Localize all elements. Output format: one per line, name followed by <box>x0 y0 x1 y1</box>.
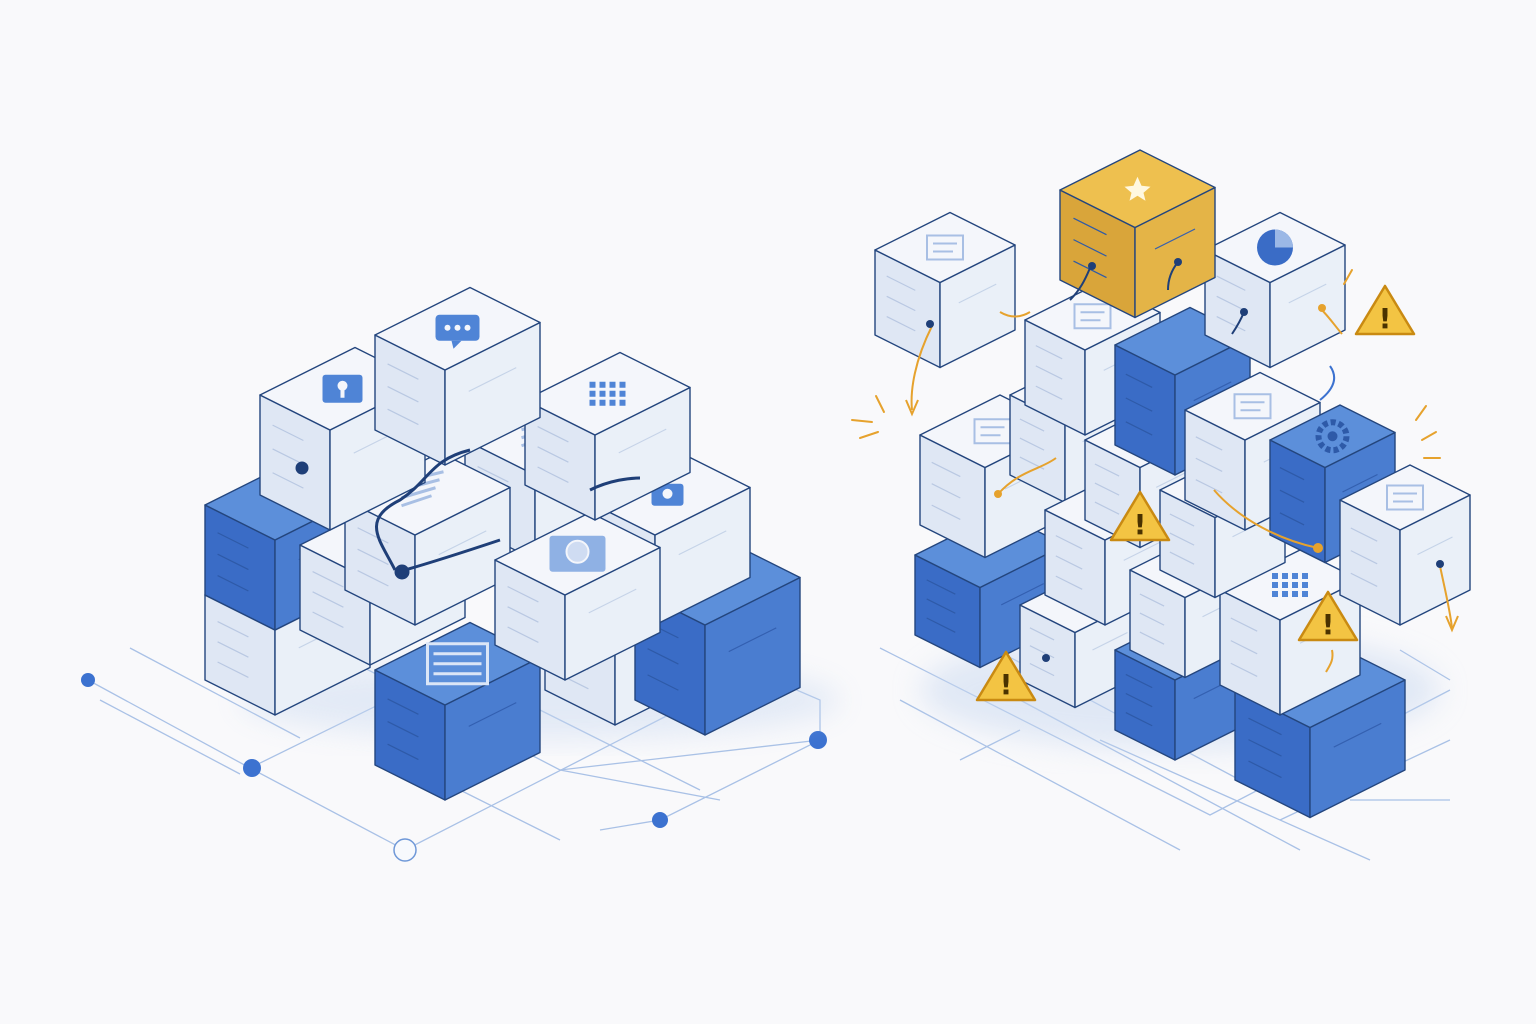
broken-connector <box>1213 489 1319 549</box>
warning-icon: ! <box>1354 284 1416 336</box>
warning-glyph: ! <box>1379 302 1392 335</box>
module-box <box>1204 211 1346 369</box>
warning-glyph: ! <box>1322 608 1335 641</box>
tangled-cluster-panel: !!!! <box>851 149 1471 861</box>
connection-nodes-left <box>81 673 827 862</box>
star-icon <box>1124 176 1151 201</box>
warning-icon: ! <box>1297 590 1359 642</box>
warning-glyph: ! <box>1134 508 1147 541</box>
connection-node <box>652 812 668 828</box>
magnifier-icon <box>549 535 606 572</box>
tangled-wire <box>1069 267 1091 301</box>
keyhole-icon <box>322 374 363 403</box>
broken-connector <box>1439 565 1453 629</box>
pin-icon <box>651 483 684 506</box>
arrow-head <box>1445 615 1459 633</box>
organized-stack-panel <box>81 286 840 862</box>
connection-node <box>809 731 827 749</box>
spark-marks <box>851 269 1441 459</box>
module-box <box>524 351 691 521</box>
pie-chart-icon <box>1257 229 1293 266</box>
broken-connector <box>997 457 1057 495</box>
module-box <box>374 621 541 801</box>
module-boxes-left <box>204 286 801 801</box>
dot-grid-icon <box>1272 573 1308 597</box>
connection-node <box>243 759 261 777</box>
dot-grid-icon <box>589 381 626 406</box>
document-icon <box>1386 484 1424 511</box>
gear-icon <box>1315 419 1350 454</box>
document-icon <box>926 234 964 261</box>
connection-node <box>81 673 95 687</box>
warning-icon: ! <box>1109 490 1171 542</box>
cable-links-left <box>295 448 641 580</box>
document-icon <box>1073 303 1112 330</box>
circuit-grid-icon <box>426 642 489 686</box>
warning-glyph: ! <box>1000 668 1013 701</box>
highlighted-module-box <box>1059 149 1216 319</box>
connector-endpoints <box>926 258 1444 662</box>
broken-connector <box>910 325 933 411</box>
module-box <box>1339 464 1471 626</box>
module-box <box>874 211 1016 369</box>
tangled-wire <box>1319 365 1336 401</box>
module-box <box>494 511 661 681</box>
broken-connector <box>1325 649 1334 673</box>
module-boxes-right <box>874 149 1471 819</box>
module-box <box>374 286 541 466</box>
document-icon <box>1233 393 1272 420</box>
warning-signs: !!!! <box>975 284 1416 702</box>
chat-bubble-icon <box>435 314 480 349</box>
broken-connector <box>999 311 1031 318</box>
connection-node <box>393 838 417 862</box>
warning-icon: ! <box>975 650 1037 702</box>
arrow-head <box>905 399 919 417</box>
